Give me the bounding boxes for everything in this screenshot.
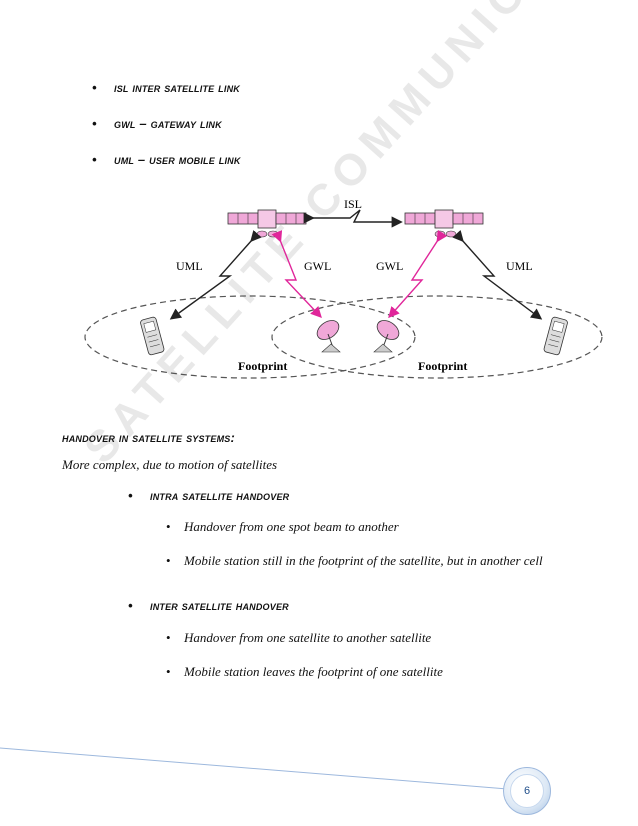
gateway-dish-right-icon [373,320,400,353]
isl-link-arrow [303,209,403,228]
link-type-list: ISL Inter Satellite Link GWL – Gateway L… [92,80,241,188]
uml-left-link-arrow [169,230,262,320]
isl-label: ISL [344,197,362,211]
list-item: Mobile station leaves the footprint of o… [166,663,544,681]
intra-handover-heading: Intra Satellite Handover [128,488,289,503]
inter-handover-heading: Inter Satellite Handover [128,598,289,613]
gateway-dish-left-icon [316,320,341,353]
section-heading: Handover in Satellite Systems: [62,430,236,445]
footer-divider [0,747,521,791]
intra-handover-list: Handover from one spot beam to another M… [166,518,544,586]
list-item-gwl: GWL – Gateway Link [92,116,241,152]
gwl-left-label: GWL [304,259,331,273]
list-item: Handover from one spot beam to another [166,518,544,536]
list-item: Handover from one satellite to another s… [166,629,544,647]
uml-left-label: UML [176,259,203,273]
uml-right-label: UML [506,259,533,273]
gwl-right-label: GWL [376,259,403,273]
inter-handover-list: Handover from one satellite to another s… [166,629,544,697]
section-intro: More complex, due to motion of satellite… [62,457,278,472]
list-item: Mobile station still in the footprint of… [166,552,544,570]
footprint-right-label: Footprint [418,359,467,373]
page-number: 6 [510,774,544,808]
uml-right-link-arrow [452,230,543,320]
footprint-left-label: Footprint [238,359,287,373]
mobile-phone-left-icon [140,316,165,356]
gwl-right-link-arrow [388,229,448,319]
mobile-phone-right-icon [543,316,568,356]
satellite-left-icon [227,209,307,238]
list-item-isl: ISL Inter Satellite Link [92,80,241,116]
page-number-badge: 6 [503,767,551,815]
gwl-left-link-arrow [271,230,322,319]
list-item-uml: UML – User Mobile Link [92,152,241,188]
satellite-right-icon [404,209,484,238]
